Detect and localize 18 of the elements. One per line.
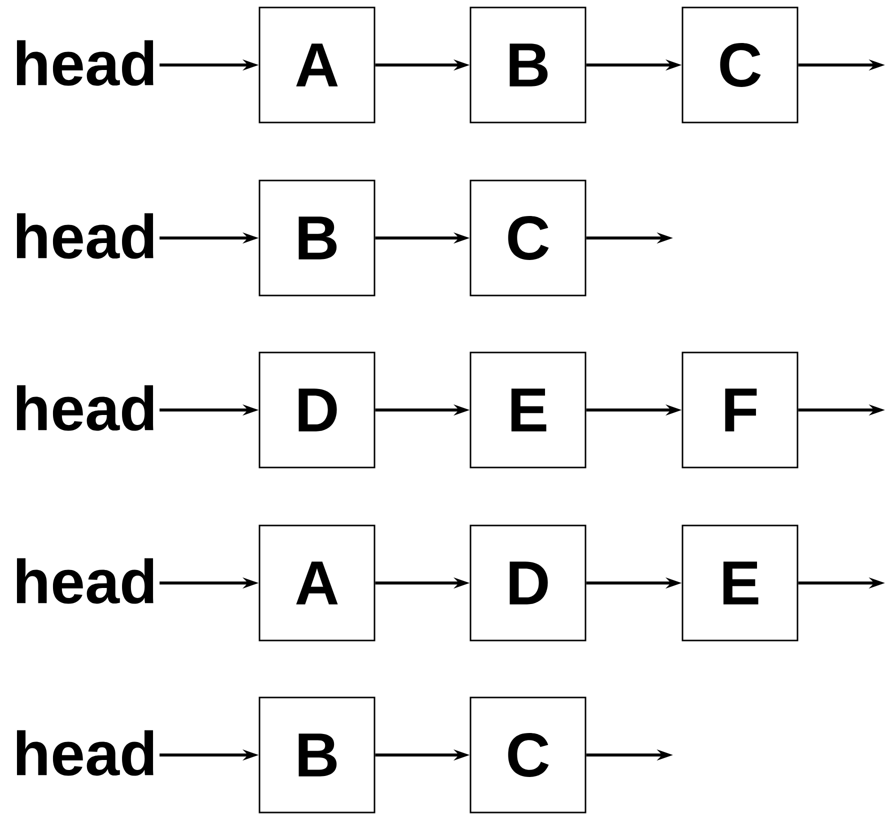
node-box: E [682, 524, 798, 642]
head-label: head [16, 730, 154, 776]
head-label: head [16, 40, 154, 86]
node-box: C [682, 6, 798, 124]
head-label: head [16, 558, 154, 604]
head-label: head [16, 385, 154, 431]
node-box: D [258, 352, 376, 468]
node-box: F [682, 352, 798, 468]
node-box: A [258, 6, 376, 124]
head-label: head [16, 213, 154, 259]
node-box: A [258, 524, 376, 642]
node-box: B [470, 6, 586, 124]
node-box: B [258, 180, 376, 296]
node-box: D [470, 524, 586, 642]
node-box: C [470, 180, 586, 296]
node-box: E [470, 352, 586, 468]
node-box: C [470, 696, 586, 814]
node-box: B [258, 696, 376, 814]
